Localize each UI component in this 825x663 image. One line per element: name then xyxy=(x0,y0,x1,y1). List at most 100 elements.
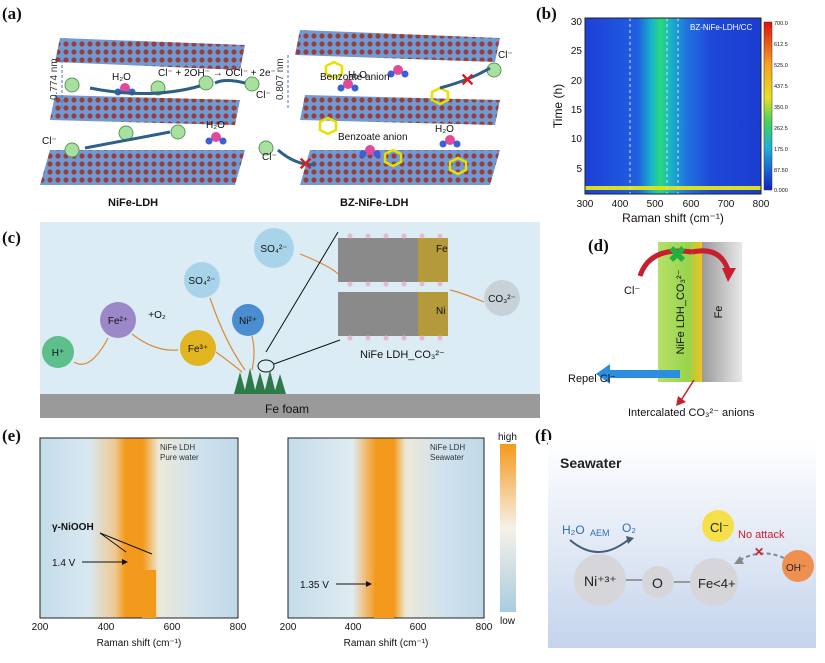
svg-text:600: 600 xyxy=(410,622,427,633)
cl-label: Cl⁻ xyxy=(42,136,57,147)
o2-label: O₂ xyxy=(622,521,636,535)
voltage-right: 1.35 V xyxy=(300,580,329,591)
fe-layer xyxy=(702,242,742,382)
cl-label: Cl⁻ xyxy=(624,285,640,297)
reaction-text: Cl⁻ + 2OH⁻ → OCl⁻ + 2e⁻ xyxy=(158,68,276,79)
colorbar xyxy=(763,21,773,191)
svg-text:700: 700 xyxy=(718,199,735,210)
blocked-x-icon: ✕ xyxy=(298,154,313,174)
svg-text:10: 10 xyxy=(571,134,583,145)
svg-text:Pure water: Pure water xyxy=(160,453,199,462)
cl-sphere xyxy=(170,124,186,140)
spacing-right: 0.807 nm xyxy=(275,58,286,100)
cl-ion xyxy=(702,510,734,542)
benzoate-label: Benzoate anion xyxy=(338,132,408,143)
spacing-left: 0.774 nm xyxy=(49,58,60,100)
voltage-left: 1.4 V xyxy=(52,558,76,569)
repel-label: Repel Cl⁻ xyxy=(568,373,616,385)
panel-f-label: (f) xyxy=(535,426,552,445)
colorbar xyxy=(500,444,516,612)
water-molecule xyxy=(205,132,227,145)
h2o-label: H₂O xyxy=(206,120,225,131)
svg-text:15: 15 xyxy=(571,105,583,116)
fe-atom xyxy=(690,558,738,606)
cl-arrow-right xyxy=(691,248,731,271)
svg-text:5: 5 xyxy=(576,164,582,175)
fe-label: Fe xyxy=(713,306,725,319)
svg-text:20: 20 xyxy=(571,76,583,87)
x-label-left: Raman shift (cm⁻¹) xyxy=(97,638,182,649)
svg-text:600: 600 xyxy=(683,199,700,210)
fe-foam-bar xyxy=(40,394,540,418)
panel-d-label: (d) xyxy=(588,236,609,255)
svg-text:612.5: 612.5 xyxy=(774,42,788,48)
svg-text:O: O xyxy=(652,575,663,591)
svg-text:300: 300 xyxy=(577,199,594,210)
arrow-icon xyxy=(277,148,316,167)
panel-b-label: (b) xyxy=(536,4,557,23)
svg-text:700.0: 700.0 xyxy=(774,21,788,27)
panel-a-diagram: ✕ ✕ 0.774 nm 0.807 nm Cl⁻ + 2OH⁻ → OCl⁻ … xyxy=(40,30,513,209)
svg-text:437.5: 437.5 xyxy=(774,84,788,90)
panel-b-heatmap: BZ-NiFe-LDH/CC 30 25 20 15 10 5 300 400 … xyxy=(551,17,788,225)
so4-ion-2 xyxy=(254,228,294,268)
cl-sphere xyxy=(198,75,214,91)
svg-text:400: 400 xyxy=(345,622,362,633)
svg-text:800: 800 xyxy=(753,199,770,210)
cl-label: Cl⁻ xyxy=(256,90,271,101)
svg-text:0.000: 0.000 xyxy=(774,188,788,194)
y-label: Time (h) xyxy=(551,84,565,128)
svg-text:500: 500 xyxy=(647,199,664,210)
ldh-layers-left xyxy=(40,38,245,185)
water-molecule xyxy=(387,65,409,78)
heatmap-left xyxy=(39,437,239,619)
intercalated-label: Intercalated CO₃²⁻ anions xyxy=(628,407,755,419)
svg-text:262.5: 262.5 xyxy=(774,126,788,132)
so4-label: SO₄²⁻ xyxy=(188,276,215,287)
o-atom xyxy=(642,566,674,598)
fe2-label: Fe²⁺ xyxy=(108,316,128,327)
ni-atom xyxy=(574,554,626,606)
svg-text:Ni⁺³⁺: Ni⁺³⁺ xyxy=(584,573,617,589)
x-label: Raman shift (cm⁻¹) xyxy=(622,211,724,225)
panel-e-heatmaps: NiFe LDH Pure water γ-NiOOH 1.4 V 200 40… xyxy=(32,432,517,649)
o2-label: +O₂ xyxy=(148,310,166,321)
ldh-label: NiFe LDH_CO₃²⁻ xyxy=(360,349,445,361)
h2o-label: H₂O xyxy=(348,70,367,81)
repel-arrow xyxy=(610,370,680,378)
foam-spikes xyxy=(234,368,286,394)
cl-label: Cl⁻ xyxy=(262,152,277,163)
panel-e-label: (e) xyxy=(2,426,21,445)
cl-sphere xyxy=(64,142,80,158)
svg-text:525.0: 525.0 xyxy=(774,63,788,69)
svg-text:low: low xyxy=(500,616,516,627)
arrow-icon xyxy=(89,84,201,96)
svg-text:350.0: 350.0 xyxy=(774,105,788,111)
svg-text:25: 25 xyxy=(571,46,583,57)
fe2-ion xyxy=(100,302,136,338)
flow-arrows xyxy=(73,253,485,373)
svg-text:87.50: 87.50 xyxy=(774,168,788,174)
fe-foam-label: Fe foam xyxy=(265,402,309,416)
blocked-x-icon: ✕ xyxy=(460,70,475,90)
svg-text:30: 30 xyxy=(571,17,583,28)
water-molecule xyxy=(439,135,461,148)
svg-text:800: 800 xyxy=(230,622,247,633)
inset-label: BZ-NiFe-LDH/CC xyxy=(690,23,752,32)
ldh-label: NiFe LDH_CO₃²⁻ xyxy=(675,269,687,354)
heatmap-area xyxy=(585,18,761,194)
seawater-title: Seawater xyxy=(560,455,622,471)
svg-text:Seawater: Seawater xyxy=(430,453,464,462)
colorbar-ticks: 700.0 612.5 525.0 437.5 350.0 262.5 175.… xyxy=(774,21,788,194)
ldh-crystal: Fe Ni xyxy=(338,233,448,341)
panel-d-diagram: NiFe LDH_CO₃²⁻ Fe ✖ Cl⁻ Repel Cl⁻ Interc… xyxy=(568,242,755,419)
oh-ion xyxy=(782,550,814,582)
y-ticks: 30 25 20 15 10 5 xyxy=(571,17,583,175)
ni-ion xyxy=(232,304,264,336)
x-ticks: 300 400 500 600 700 800 xyxy=(577,199,770,210)
aem-label: AEM xyxy=(590,528,610,538)
panel-f-diagram: Seawater H₂O AEM O₂ Ni⁺³⁺ O Fe<4+ Cl⁻ OH… xyxy=(548,440,816,648)
co3-label: CO₃²⁻ xyxy=(488,294,516,305)
h-label: H⁺ xyxy=(52,348,65,359)
nife-ldh-title: NiFe-LDH xyxy=(108,197,158,209)
